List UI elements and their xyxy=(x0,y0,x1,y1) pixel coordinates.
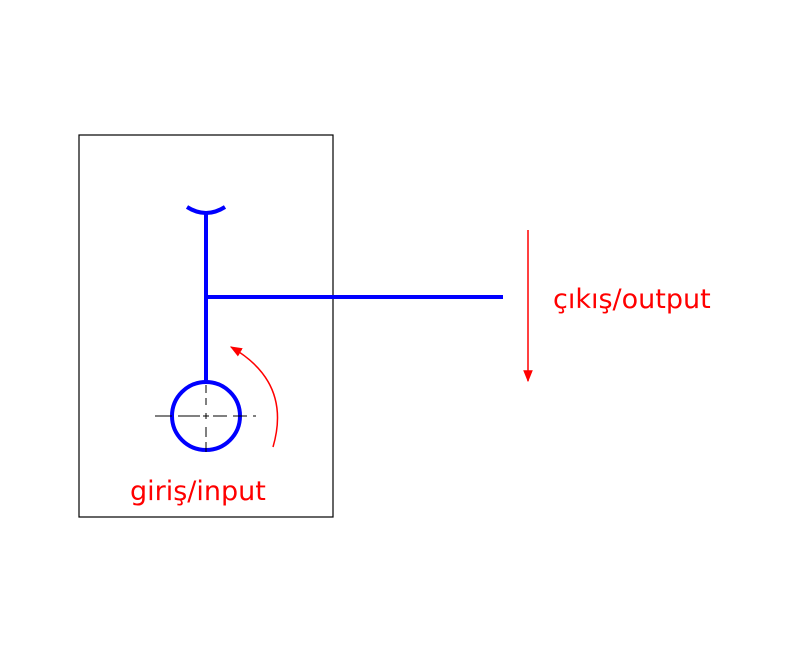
input-label: giriş/input xyxy=(130,476,266,507)
rotation-arrow xyxy=(229,346,279,448)
frame-box xyxy=(78,134,334,518)
follower-tip xyxy=(185,205,227,215)
output-label: çıkış/output xyxy=(553,284,711,315)
centerline-cross xyxy=(155,385,256,456)
